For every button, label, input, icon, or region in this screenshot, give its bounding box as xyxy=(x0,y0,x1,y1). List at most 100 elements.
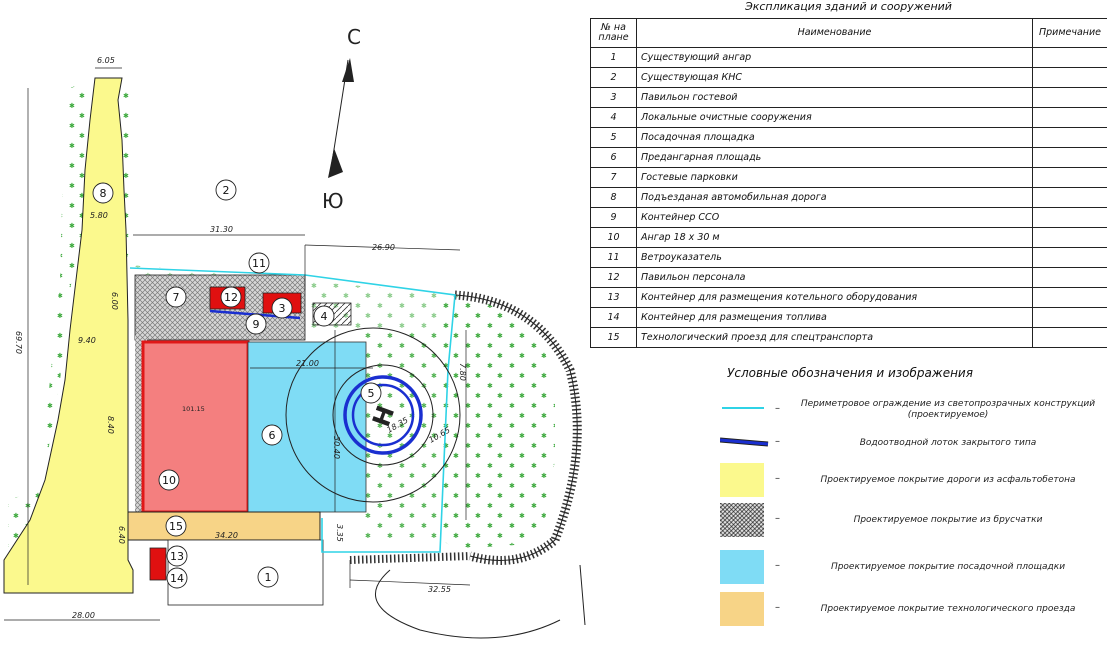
row-note xyxy=(1032,307,1107,328)
legend-text: Проектируемое покрытие технологического … xyxy=(820,603,1076,614)
legend-text: Проектируемое покрытие дороги из асфальт… xyxy=(820,474,1076,485)
marker-circle-12 xyxy=(220,286,242,308)
legend-dash: – xyxy=(775,436,780,447)
row-num: 5 xyxy=(590,127,637,148)
explication-header-row: № на плане Наименование Примечание xyxy=(590,18,1107,48)
dim-3130: 31.30 xyxy=(210,225,233,234)
marker-label-10: 10 xyxy=(162,474,176,487)
row-note xyxy=(1032,127,1107,148)
legend-dash: – xyxy=(775,560,780,571)
row-name: Существующая КНС xyxy=(636,67,1033,88)
row-num: 10 xyxy=(590,227,637,248)
marker-label-11: 11 xyxy=(252,257,266,270)
row-num: 12 xyxy=(590,267,637,288)
row-note xyxy=(1032,287,1107,308)
legend-swatch xyxy=(720,503,764,537)
marker-label-14: 14 xyxy=(170,572,184,585)
dim-640: 6.40 xyxy=(117,526,126,544)
marker-label-6: 6 xyxy=(269,429,276,442)
legend-text: Проектируемое покрытие из брусчатки xyxy=(853,514,1043,525)
hangar-10 xyxy=(141,340,250,514)
legend-dash: – xyxy=(775,513,780,524)
row-name: Посадочная площадка xyxy=(636,127,1033,148)
row-num: 14 xyxy=(590,307,637,328)
legend-dash: – xyxy=(775,602,780,613)
row-name: Локальные очистные сооружения xyxy=(636,107,1033,128)
row-note xyxy=(1032,187,1107,208)
legend-text: Проектируемое покрытие посадочной площад… xyxy=(830,561,1066,572)
row-num: 8 xyxy=(590,187,637,208)
row-name: Подъезданая автомобильная дорога xyxy=(636,187,1033,208)
row-name: Контейнер ССО xyxy=(636,207,1033,228)
south-label: Ю xyxy=(322,189,344,213)
marker-circle-7 xyxy=(165,286,187,308)
legend-swatch xyxy=(720,393,764,427)
dim-3040: 30.40 xyxy=(332,436,341,459)
north-label: С xyxy=(347,25,361,49)
row-num: 4 xyxy=(590,107,637,128)
marker-circle-14 xyxy=(166,567,188,589)
legend-item-tech: – Проектируемое покрытие технологического… xyxy=(720,592,1107,626)
marker-circle-1 xyxy=(257,566,279,588)
dimension-lines xyxy=(4,67,471,621)
dim-2800: 28.00 xyxy=(72,611,95,620)
dim-2690: 26.90 xyxy=(372,243,395,252)
row-note xyxy=(1032,167,1107,188)
row-name: Существующий ангар xyxy=(636,47,1033,68)
row-num: 13 xyxy=(590,287,637,308)
marker-label-7: 7 xyxy=(173,291,180,304)
row-name: Контейнер для размещения топлива xyxy=(636,307,1033,328)
marker-label-1: 1 xyxy=(265,571,272,584)
legend-swatch xyxy=(719,426,769,460)
row-name: Павильон гостевой xyxy=(636,87,1033,108)
marker-label-4: 4 xyxy=(321,310,328,323)
dim-840: 8.40 xyxy=(106,416,115,434)
marker-label-12: 12 xyxy=(224,291,238,304)
row-note xyxy=(1032,47,1107,68)
dim-940: 9.40 xyxy=(78,336,96,345)
dim-2100: 21.00 xyxy=(296,359,319,368)
row-num: 11 xyxy=(590,247,637,268)
north-arrow xyxy=(328,58,354,178)
road-asphalt xyxy=(3,77,134,594)
dim-335: 3.35 xyxy=(335,524,344,542)
marker-circle-6 xyxy=(261,424,283,446)
tech-driveway-15 xyxy=(127,511,321,541)
row-note xyxy=(1032,207,1107,228)
row-note xyxy=(1032,67,1107,88)
marker-circle-8 xyxy=(92,182,114,204)
legend-dash: – xyxy=(775,473,780,484)
marker-circle-5 xyxy=(360,382,382,404)
dim-3420: 34.20 xyxy=(215,531,238,540)
legend-swatch xyxy=(720,550,764,584)
marker-circle-3 xyxy=(271,297,293,319)
row-name: Гостевые парковки xyxy=(636,167,1033,188)
header-note: Примечание xyxy=(1032,18,1107,48)
marker-circle-2 xyxy=(215,179,237,201)
legend-dash: – xyxy=(775,403,780,414)
row-num: 3 xyxy=(590,87,637,108)
marker-circle-4 xyxy=(313,305,335,327)
legend-item-tray: –Водоотводной лоток закрытого типа xyxy=(719,426,1107,460)
dim-605: 6.05 xyxy=(97,56,115,65)
row-num: 6 xyxy=(590,147,637,168)
row-note xyxy=(1032,327,1107,348)
dim-780: 7.80 xyxy=(458,363,467,381)
header-name: Наименование xyxy=(636,18,1033,48)
row-num: 9 xyxy=(590,207,637,228)
explication-title: Экспликация зданий и сооружений xyxy=(745,0,952,13)
legend-swatch xyxy=(720,592,764,626)
legend-item-paving: – Проектируемое покрытие из брусчатки xyxy=(720,503,1107,537)
row-note xyxy=(1032,147,1107,168)
